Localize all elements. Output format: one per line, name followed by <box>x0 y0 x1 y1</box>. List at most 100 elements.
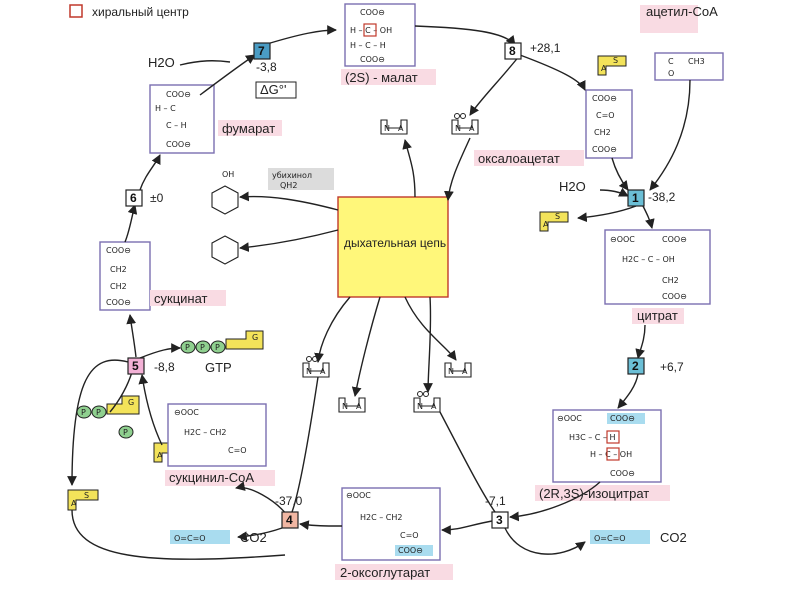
step-number: 8 <box>509 44 516 58</box>
svg-text:⊖OOC: ⊖OOC <box>557 414 582 423</box>
svg-text:CO2: CO2 <box>660 530 687 545</box>
step-number: 2 <box>632 359 639 373</box>
svg-text:CH2: CH2 <box>662 276 679 285</box>
svg-text:S: S <box>84 491 89 500</box>
nad-icon-top-left: N A <box>380 119 408 135</box>
arrow-5-to-gtp <box>139 343 181 359</box>
svg-text:CH2: CH2 <box>110 282 127 291</box>
svg-text:A: A <box>431 402 437 411</box>
arrow-chain-to-nad-right2 <box>423 296 433 393</box>
svg-text:COO⊖: COO⊖ <box>106 298 131 307</box>
step-8: 8 +28,1 <box>504 41 561 60</box>
svg-text:COO⊖: COO⊖ <box>662 292 687 301</box>
step-number: 5 <box>132 359 139 373</box>
svg-text:OH: OH <box>222 170 234 179</box>
water-step7: H2O <box>148 55 175 70</box>
arrow-2-to-isocitrate <box>617 373 639 409</box>
arrow-citrate-to-2 <box>635 324 646 359</box>
svg-text:CH3: CH3 <box>688 57 705 66</box>
svg-text:H2C – CH2: H2C – CH2 <box>184 428 226 437</box>
arrow-4-release-co2 <box>237 527 283 542</box>
nadh-icon-top-right: N A <box>451 113 479 135</box>
oxoglutarate-structure: ⊖OOC H2C – CH2 C=O COO⊖ 2-оксоглутарат <box>335 487 453 580</box>
fumarate-structure: COO⊖ H – C C – H COO⊖ фумарат <box>149 84 282 154</box>
svg-text:A: A <box>398 124 404 133</box>
svg-text:P: P <box>185 343 190 352</box>
svg-text:C – H: C – H <box>166 121 187 130</box>
svg-text:COO⊖: COO⊖ <box>106 246 131 255</box>
svg-text:COO⊖: COO⊖ <box>360 55 385 64</box>
svg-text:COO⊖: COO⊖ <box>592 145 617 154</box>
svg-text:A: A <box>469 124 475 133</box>
arrow-water-to-1 <box>599 187 629 197</box>
svg-text:S: S <box>613 56 618 65</box>
gdp-icon: P P G P <box>76 395 140 439</box>
succinate-structure: COO⊖ CH2 CH2 COO⊖ сукцинат <box>99 241 226 311</box>
arrow-succinyl-to-5 <box>138 374 163 446</box>
step-energy: +28,1 <box>530 41 561 55</box>
arrow-succinate-to-6 <box>124 204 138 243</box>
arrow-nad-right-loop <box>439 411 496 513</box>
delta-g-legend: ΔG°' <box>255 81 297 99</box>
svg-text:N: N <box>448 367 454 376</box>
oxaloacetate-structure: COO⊖ C=O CH2 COO⊖ оксалоацетат <box>474 89 633 166</box>
svg-text:COO⊖: COO⊖ <box>662 235 687 244</box>
step-1: 1-38,2 <box>627 189 676 207</box>
svg-text:G: G <box>252 333 258 342</box>
svg-text:O: O <box>668 69 674 78</box>
gtp-icon: P P P G GTP <box>180 330 264 375</box>
water-step1: H2O <box>559 179 586 194</box>
svg-text:C: C <box>668 57 674 66</box>
arrow-6-to-fumarate <box>139 154 161 191</box>
arrow-water-to-7 <box>179 60 231 66</box>
svg-text:A: A <box>462 367 468 376</box>
svg-text:O=C=O: O=C=O <box>174 534 206 543</box>
step-energy: ±0 <box>150 191 164 205</box>
svg-text:P: P <box>215 343 220 352</box>
step-number: 7 <box>258 44 265 58</box>
arrow-8-to-oxaloacetate <box>519 54 586 91</box>
step-4: 4-37,0 <box>275 494 303 529</box>
arrow-gdp-to-5 <box>109 371 133 413</box>
svg-text:COO⊖: COO⊖ <box>166 90 191 99</box>
step-energy: -8,8 <box>154 360 175 374</box>
arrow-3-to-oxoglutarate <box>441 520 493 535</box>
arrow-3-release-co2 <box>504 527 586 555</box>
arrow-chain-to-nad-top <box>402 139 416 198</box>
svg-text:H – C – H: H – C – H <box>350 41 386 50</box>
respiratory-chain-label: дыхательная цепь <box>344 236 446 250</box>
arrow-oxoglutarate-to-4 <box>299 520 343 531</box>
svg-text:A: A <box>543 220 549 229</box>
nadh-icon-left-1: N A <box>302 356 330 378</box>
svg-text:H – C – OH: H – C – OH <box>590 450 632 459</box>
svg-text:⊖OOC: ⊖OOC <box>610 235 635 244</box>
svg-text:N: N <box>417 402 423 411</box>
svg-text:P: P <box>200 343 205 352</box>
svg-text:N: N <box>342 402 348 411</box>
arrow-bottom-loop <box>71 509 286 560</box>
svg-text:P: P <box>81 408 86 417</box>
arrow-isocitrate-to-3 <box>509 481 601 522</box>
legend-label: хиральный центр <box>92 5 189 19</box>
coa-icon-released-2: A S <box>67 489 99 511</box>
svg-text:COO⊖: COO⊖ <box>398 546 423 555</box>
legend-chiral-center: хиральный центр <box>69 4 189 19</box>
nadh-icon-right-2: N A <box>413 391 441 413</box>
succinate-label: сукцинат <box>154 291 208 306</box>
svg-text:H – C – OH: H – C – OH <box>350 26 392 35</box>
svg-text:N: N <box>384 124 390 133</box>
arrow-5-to-succinate <box>126 314 137 358</box>
svg-text:H – C: H – C <box>155 104 176 113</box>
step-7: 7 -3,8 <box>253 42 277 74</box>
step-energy: -3,8 <box>256 60 277 74</box>
svg-text:P: P <box>123 428 128 437</box>
oxaloacetate-label: оксалоацетат <box>478 151 560 166</box>
svg-text:⊖OOC: ⊖OOC <box>346 491 371 500</box>
arrow-1-to-citrate <box>642 205 655 229</box>
svg-text:G: G <box>128 398 134 407</box>
step-energy: -38,2 <box>648 190 676 204</box>
acetyl-coa-label: ацетил-CoA <box>646 4 718 19</box>
svg-text:COO⊖: COO⊖ <box>592 94 617 103</box>
step-energy: +6,7 <box>660 360 684 374</box>
svg-text:A: A <box>601 64 607 73</box>
